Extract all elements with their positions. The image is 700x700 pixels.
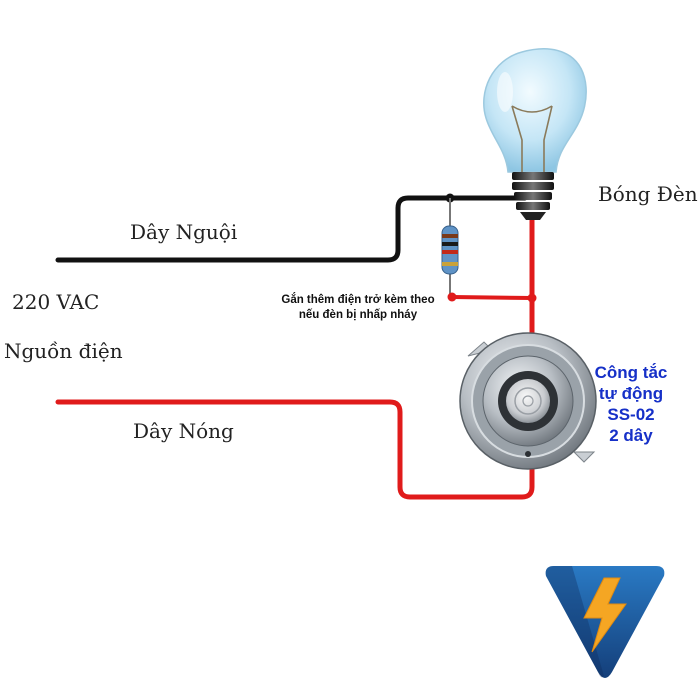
resistor-note-line2: nếu đèn bị nhấp nháy [299, 309, 418, 321]
live-wire-source [55, 399, 535, 500]
bulb-label: Bóng Đèn [598, 182, 698, 206]
switch-label-line1: Công tắc [595, 363, 668, 382]
switch-label-line3: SS-02 [607, 405, 654, 424]
live-wire-label: Dây Nóng [133, 419, 234, 443]
neutral-wire [55, 195, 528, 263]
light-bulb-icon [483, 47, 587, 220]
switch-label-line4: 2 dây [609, 426, 653, 445]
power-source-label: Nguồn điện [4, 339, 123, 363]
resistor-red-link [450, 295, 534, 300]
bulb-junction [527, 293, 537, 303]
resistor-note-line1: Gắn thêm điện trở kèm theo [281, 293, 434, 306]
voltage-label: 220 VAC [12, 290, 99, 314]
neutral-wire-label: Dây Nguội [130, 220, 237, 244]
motion-sensor-icon [459, 332, 597, 470]
switch-label-line2: tự động [599, 384, 663, 403]
lightning-logo-icon [545, 566, 665, 678]
resistor-junction [447, 292, 457, 302]
resistor-icon [441, 225, 459, 275]
